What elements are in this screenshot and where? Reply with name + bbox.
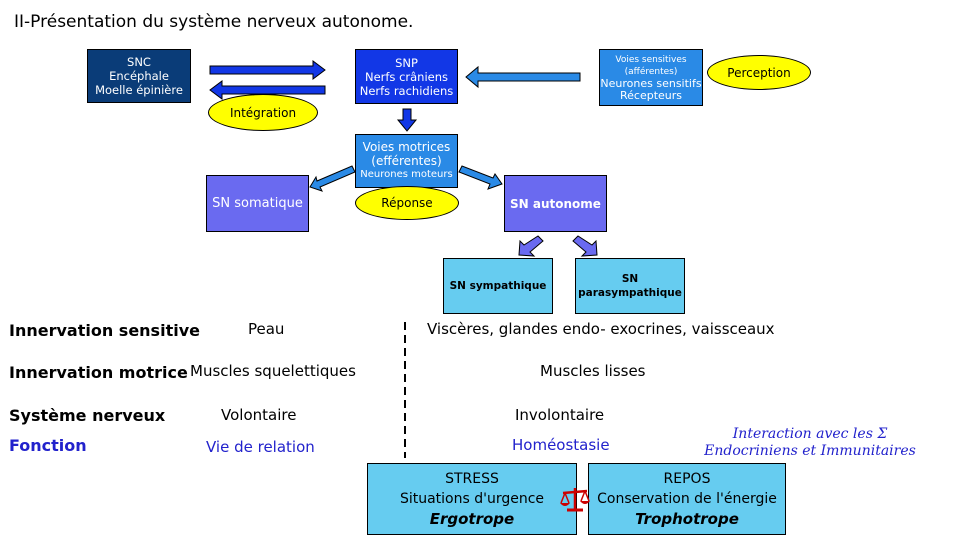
row-innervation-motrice-right: Muscles lisses [540,362,646,380]
stress-box: STRESS Situations d'urgence Ergotrope [367,463,577,535]
sn-parasympathique-line1: SN [621,273,639,285]
row-innervation-motrice-left: Muscles squelettiques [190,362,356,380]
row-innervation-sensitive-left: Peau [248,320,285,338]
snc-line1: SNC [127,55,151,69]
sensitives-line4: Récepteurs [619,88,683,102]
sensitives-line1: Voies sensitives [615,54,687,65]
arrow-to-autonome [458,165,503,190]
snc-line2: Encéphale [109,69,169,83]
row-systeme-nerveux-left: Volontaire [221,406,297,424]
page-title: II-Présentation du système nerveux auton… [14,12,414,32]
sn-somatique-label: SN somatique [212,196,303,211]
row-fonction-label: Fonction [9,436,87,455]
snc-box: SNC Encéphale Moelle épinière [87,49,191,103]
snp-line2: Nerfs crâniens [364,69,449,84]
interaction-line1: Interaction avec les Σ [732,426,888,442]
arrow-snp-to-snc [209,80,326,100]
stress-line3: Ergotrope [429,510,515,528]
row-innervation-sensitive-label: Innervation sensitive [9,321,200,340]
sn-somatique-box: SN somatique [206,175,309,232]
sensitives-line2: (afférentes) [624,66,678,77]
sensitives-line3: Neurones sensitifs [600,76,702,90]
arrow-to-sympathique [518,235,544,257]
arrow-sensitives-to-snp [465,65,581,89]
row-fonction-left: Vie de relation [206,438,315,456]
snp-box: SNP Nerfs crâniens Nerfs rachidiens [355,49,458,104]
row-fonction-right: Homéostasie [512,436,610,454]
snp-line3: Nerfs rachidiens [359,83,454,98]
repos-box: REPOS Conservation de l'énergie Trophotr… [588,463,786,535]
balance-scale-icon [560,488,590,512]
sn-parasympathique-line2: parasympathique [578,287,682,299]
motrices-line2: (efférentes) [371,154,442,168]
snp-line1: SNP [395,55,418,70]
interaction-line2: Endocriniens et Immunitaires [704,443,916,459]
motrices-line3: Neurones moteurs [360,169,453,180]
motrices-line1: Voies motrices [362,140,451,154]
stress-line1: STRESS [445,471,499,487]
sn-autonome-label: SN autonome [510,196,601,211]
perception-ellipse: Perception [707,55,811,90]
arrow-to-parasympathique [572,235,598,257]
arrow-snc-to-snp [209,60,326,80]
repos-line2: Conservation de l'énergie [597,491,777,507]
snc-line3: Moelle épinière [95,83,183,97]
row-systeme-nerveux-right: Involontaire [515,406,605,424]
row-systeme-nerveux-label: Système nerveux [9,406,166,425]
repos-line1: REPOS [663,471,711,487]
row-innervation-motrice-label: Innervation motrice [9,363,188,382]
voies-sensitives-box: Voies sensitives (afférentes) Neurones s… [599,49,703,106]
sn-autonome-box: SN autonome [504,175,607,232]
row-innervation-sensitive-right: Viscères, glandes endo- exocrines, vaiss… [427,320,775,338]
sn-parasympathique-box: SN parasympathique [575,258,685,314]
sn-sympathique-box: SN sympathique [443,258,553,314]
arrow-to-somatique [309,165,356,192]
reponse-label: Réponse [381,196,433,210]
integration-ellipse: Intégration [208,94,318,131]
voies-motrices-box: Voies motrices (efférentes) Neurones mot… [355,134,458,188]
stress-line2: Situations d'urgence [399,491,545,507]
repos-line3: Trophotrope [635,510,739,528]
arrow-snp-to-motrices [396,108,418,132]
integration-label: Intégration [229,105,297,120]
reponse-ellipse: Réponse [355,186,459,220]
perception-label: Perception [727,65,791,80]
interaction-note: Interaction avec les Σ Endocriniens et I… [700,426,920,460]
sn-sympathique-label: SN sympathique [449,280,547,292]
